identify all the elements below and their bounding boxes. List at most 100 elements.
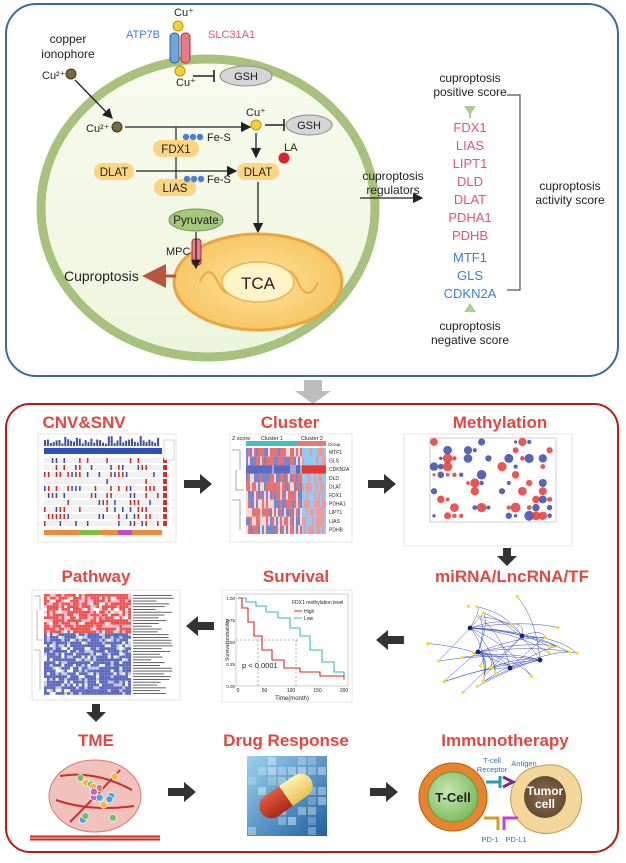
pathway-cell [102,678,105,681]
network-node [515,594,519,599]
pathway-cell [58,624,62,628]
pathway-cell [99,633,102,636]
pathway-cell [128,652,131,656]
pathway-label-line [133,597,174,599]
pathway-cell [110,666,114,670]
heatmap-cell [310,491,312,500]
pathway-label-line [133,656,163,658]
cnv-bar [154,442,157,446]
network-hub [475,649,481,655]
methylation-dot [442,453,453,464]
pathway-cell [90,647,94,650]
heatmap-cell [296,448,298,457]
pathway-cell [122,664,126,667]
pathway-cell [113,636,117,639]
cnv-bar [136,442,139,446]
pathway-cell [70,608,73,611]
heatmap-cell [296,473,298,483]
pathway-cell [113,616,117,620]
heatmap-cell [316,516,318,526]
heatmap-cell [318,525,320,534]
pathway-cell [119,613,123,617]
heatmap-cell [290,456,292,466]
cnv-bar [44,440,46,446]
methylation-dot [449,503,459,513]
drug-grid-cell [268,757,276,765]
heatmap-cell [288,448,290,457]
pathway-cell [102,686,105,690]
pathway-cell [84,680,88,684]
pathway-cell [52,683,56,687]
heatmap-cell [260,508,262,517]
heatmap-cell [320,525,322,534]
pathway-cell [75,622,79,625]
pathway-cell [84,638,88,642]
heatmap-cell [246,491,248,500]
pathway-cell [64,692,68,695]
pathway-cell [96,678,100,681]
pathway-cell [70,666,73,670]
methylation-dot [511,471,520,479]
pathway-cell [90,644,94,648]
pathway-cell [116,680,120,684]
heatmap-cell [248,448,250,457]
drug-grid-cell [248,777,256,785]
heatmap-cell [272,465,274,474]
pathway-cell [70,650,73,653]
pathway-cell [110,630,114,634]
pathway-cell [67,610,71,614]
heatmap-cell [256,473,258,483]
methylation-dot [437,471,445,479]
pathway-cell [46,689,50,692]
heatmap-cell [272,448,274,457]
cnv-cell [118,521,120,526]
heatmap-cell [276,516,278,526]
pathway-cell [125,610,129,614]
heatmap-cell [300,516,302,526]
pathway-cell [87,686,91,690]
pathway-cell [87,599,91,603]
pathway-cell [78,647,82,650]
negative-arrow-icon [464,303,476,312]
heatmap-cell [272,491,274,500]
pathway-label-line [133,673,165,675]
pathway-cell [78,650,82,653]
cnv-cell [94,486,97,491]
heatmap-cell [294,456,296,466]
heatmap-cell [306,516,308,526]
pathway-cell [44,683,47,687]
heatmap-cell [256,465,258,474]
heatmap-cell [298,491,300,500]
pathway-cell [78,605,82,608]
pathway-cell [122,638,126,642]
pathway-cell [67,622,71,625]
pathway-cell [61,602,65,606]
cnv-bar [119,436,122,446]
pathway-cell [102,616,105,620]
methylation-dot [497,461,507,472]
heatmap-cell [318,499,320,509]
pathway-cell [52,672,56,676]
pathway-label-line [133,653,160,655]
pathway-cell [67,596,71,600]
pathway-cell [81,686,85,690]
pathway-cell [81,633,85,636]
pathway-cell [90,622,94,625]
pathway-cell [58,675,62,678]
pathway-cell [49,641,53,645]
pathway-cell [128,613,131,617]
network-node [481,680,486,684]
heatmap-cell [252,456,254,466]
pathway-cell [67,680,71,684]
pathway-cell [64,610,68,614]
pathway-cell [107,616,111,620]
methylation-dot [443,445,452,455]
pathway-cell [52,622,56,625]
pathway-cell [87,689,91,692]
pathway-cell [107,613,111,617]
network-node [478,664,483,668]
pathway-cell [90,641,94,645]
pathway-cell [44,613,47,617]
methylation-dot [518,437,527,447]
pathway-cell [55,680,59,684]
